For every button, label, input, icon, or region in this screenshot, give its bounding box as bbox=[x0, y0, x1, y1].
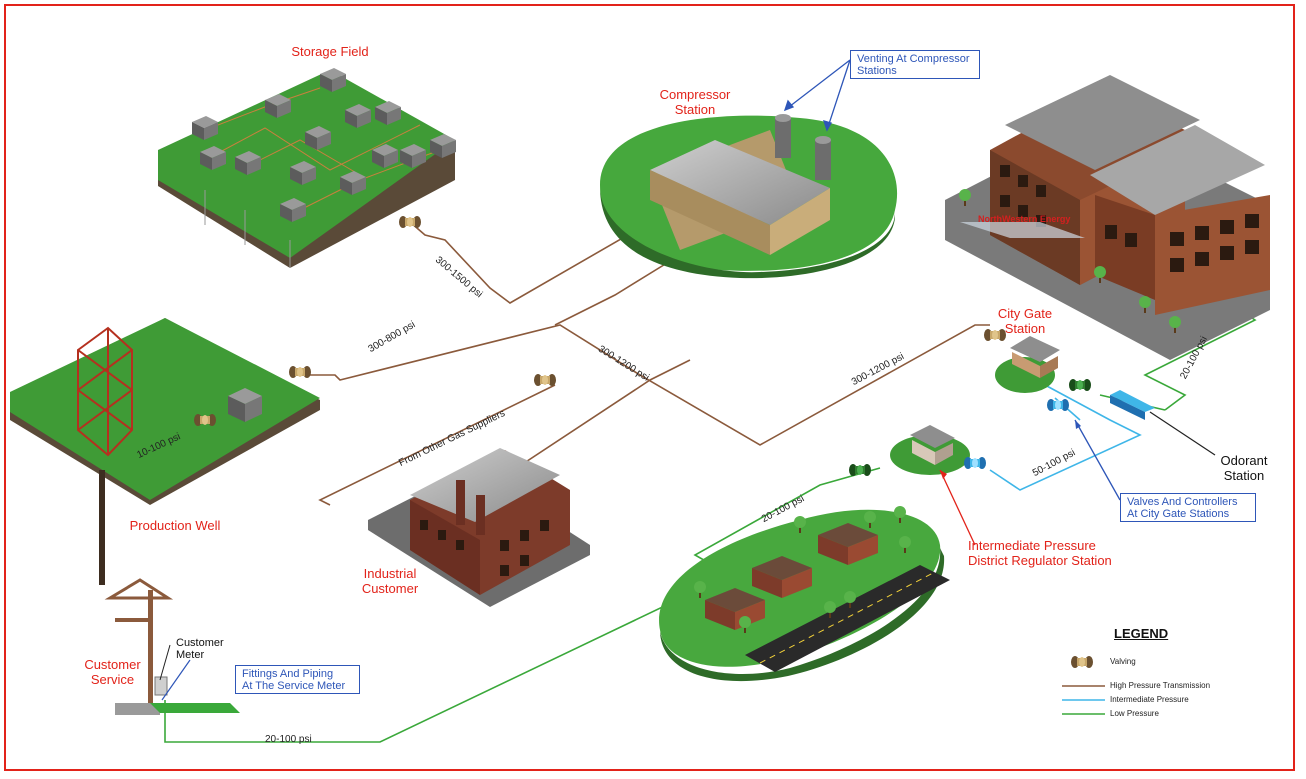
pressure-label-service: 20-100 psi bbox=[265, 734, 312, 745]
odorant-station-label: Odorant Station bbox=[1220, 453, 1268, 483]
compressor-station-label: Compressor Station bbox=[659, 87, 731, 117]
industrial-customer-illustration bbox=[368, 448, 590, 607]
legend-item-high-pressure: High Pressure Transmission bbox=[1110, 681, 1211, 690]
city-gate-station-illustration bbox=[995, 336, 1060, 393]
intermediate-station-label: Intermediate Pressure District Regulator… bbox=[968, 538, 1112, 568]
diagram-frame bbox=[4, 4, 1295, 771]
production-well-illustration bbox=[10, 318, 320, 585]
legend-item-intermediate-pressure: Intermediate Pressure bbox=[1110, 695, 1189, 704]
storage-field-illustration bbox=[158, 68, 456, 268]
office-building-illustration bbox=[945, 75, 1270, 360]
legend-item-low-pressure: Low Pressure bbox=[1110, 709, 1159, 718]
legend-marks bbox=[1062, 656, 1105, 715]
legend-title: LEGEND bbox=[1114, 626, 1169, 641]
fittings-callout: Fittings And Piping At The Service Meter bbox=[235, 665, 360, 694]
odorant-station-tank bbox=[1110, 390, 1155, 420]
district-regulator-illustration bbox=[890, 425, 970, 475]
valves-controllers-callout: Valves And Controllers At City Gate Stat… bbox=[1120, 493, 1256, 522]
customer-meter-label: Customer Meter bbox=[176, 637, 224, 661]
customer-service-illustration bbox=[104, 578, 240, 715]
production-well-label: Production Well bbox=[129, 518, 221, 533]
industrial-customer-label: Industrial Customer bbox=[361, 566, 419, 596]
city-gate-station-label: City Gate Station bbox=[997, 306, 1053, 336]
legend-item-valving: Valving bbox=[1110, 657, 1136, 666]
storage-field-label: Storage Field bbox=[291, 44, 369, 59]
venting-callout-arrows bbox=[783, 59, 851, 132]
residential-neighborhood-illustration bbox=[659, 505, 950, 682]
legend-valve-icon bbox=[1071, 656, 1093, 668]
venting-callout: Venting At Compressor Stations bbox=[850, 50, 980, 79]
customer-service-label: Customer Service bbox=[84, 657, 141, 687]
compressor-station-illustration bbox=[600, 114, 898, 279]
company-sign: NorthWestern Energy bbox=[978, 214, 1070, 224]
